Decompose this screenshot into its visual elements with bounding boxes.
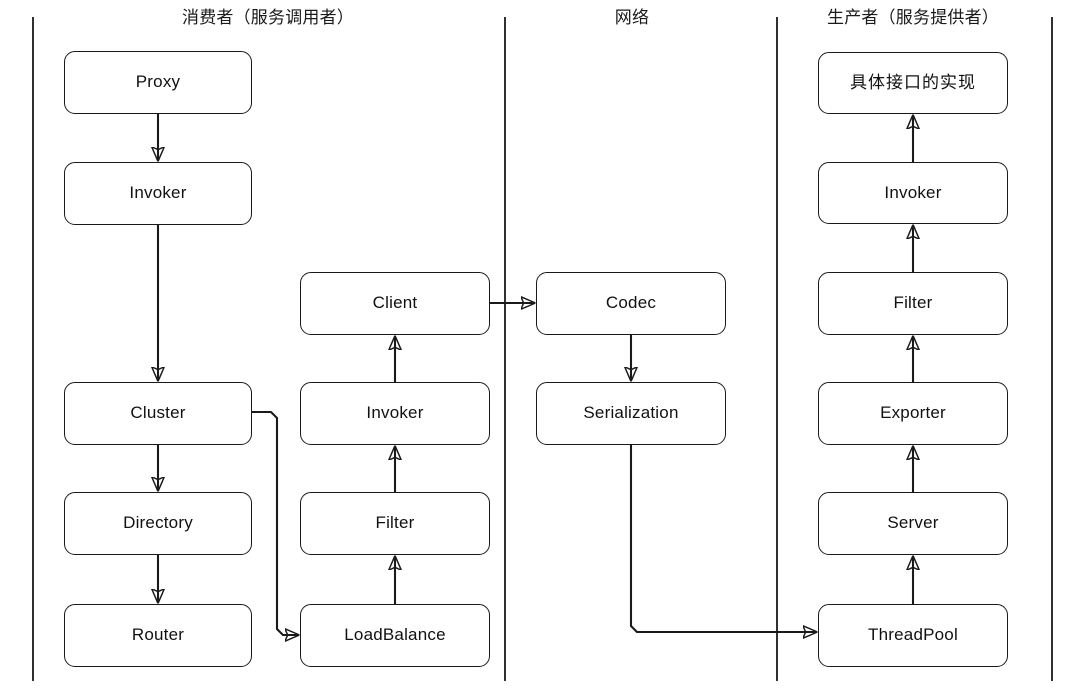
node-c-filter[interactable]: Filter [300, 492, 490, 555]
flow-arrows [158, 114, 913, 635]
node-n-codec[interactable]: Codec [536, 272, 726, 335]
node-c-router[interactable]: Router [64, 604, 252, 667]
node-p-impl[interactable]: 具体接口的实现 [818, 52, 1008, 114]
node-c-invoker[interactable]: Invoker [64, 162, 252, 225]
node-c-cluster[interactable]: Cluster [64, 382, 252, 445]
lane-title-network: 网络 [614, 8, 650, 27]
lane-title-consumer: 消费者（服务调用者） [182, 8, 354, 27]
lane-dividers [32, 17, 1053, 681]
node-p-server[interactable]: Server [818, 492, 1008, 555]
node-c-client[interactable]: Client [300, 272, 490, 335]
node-c-directory[interactable]: Directory [64, 492, 252, 555]
node-c-loadbalance[interactable]: LoadBalance [300, 604, 490, 667]
lane-title-provider: 生产者（服务提供者） [827, 8, 999, 27]
edge-cluster-to-loadbalance [252, 410, 298, 635]
node-n-serialization[interactable]: Serialization [536, 382, 726, 445]
node-p-invoker[interactable]: Invoker [818, 162, 1008, 224]
node-p-exporter[interactable]: Exporter [818, 382, 1008, 445]
edge-serialization-to-threadpool [629, 445, 816, 632]
node-p-threadpool[interactable]: ThreadPool [818, 604, 1008, 667]
node-c-proxy[interactable]: Proxy [64, 51, 252, 114]
node-p-filter[interactable]: Filter [818, 272, 1008, 335]
node-c-invoker2[interactable]: Invoker [300, 382, 490, 445]
